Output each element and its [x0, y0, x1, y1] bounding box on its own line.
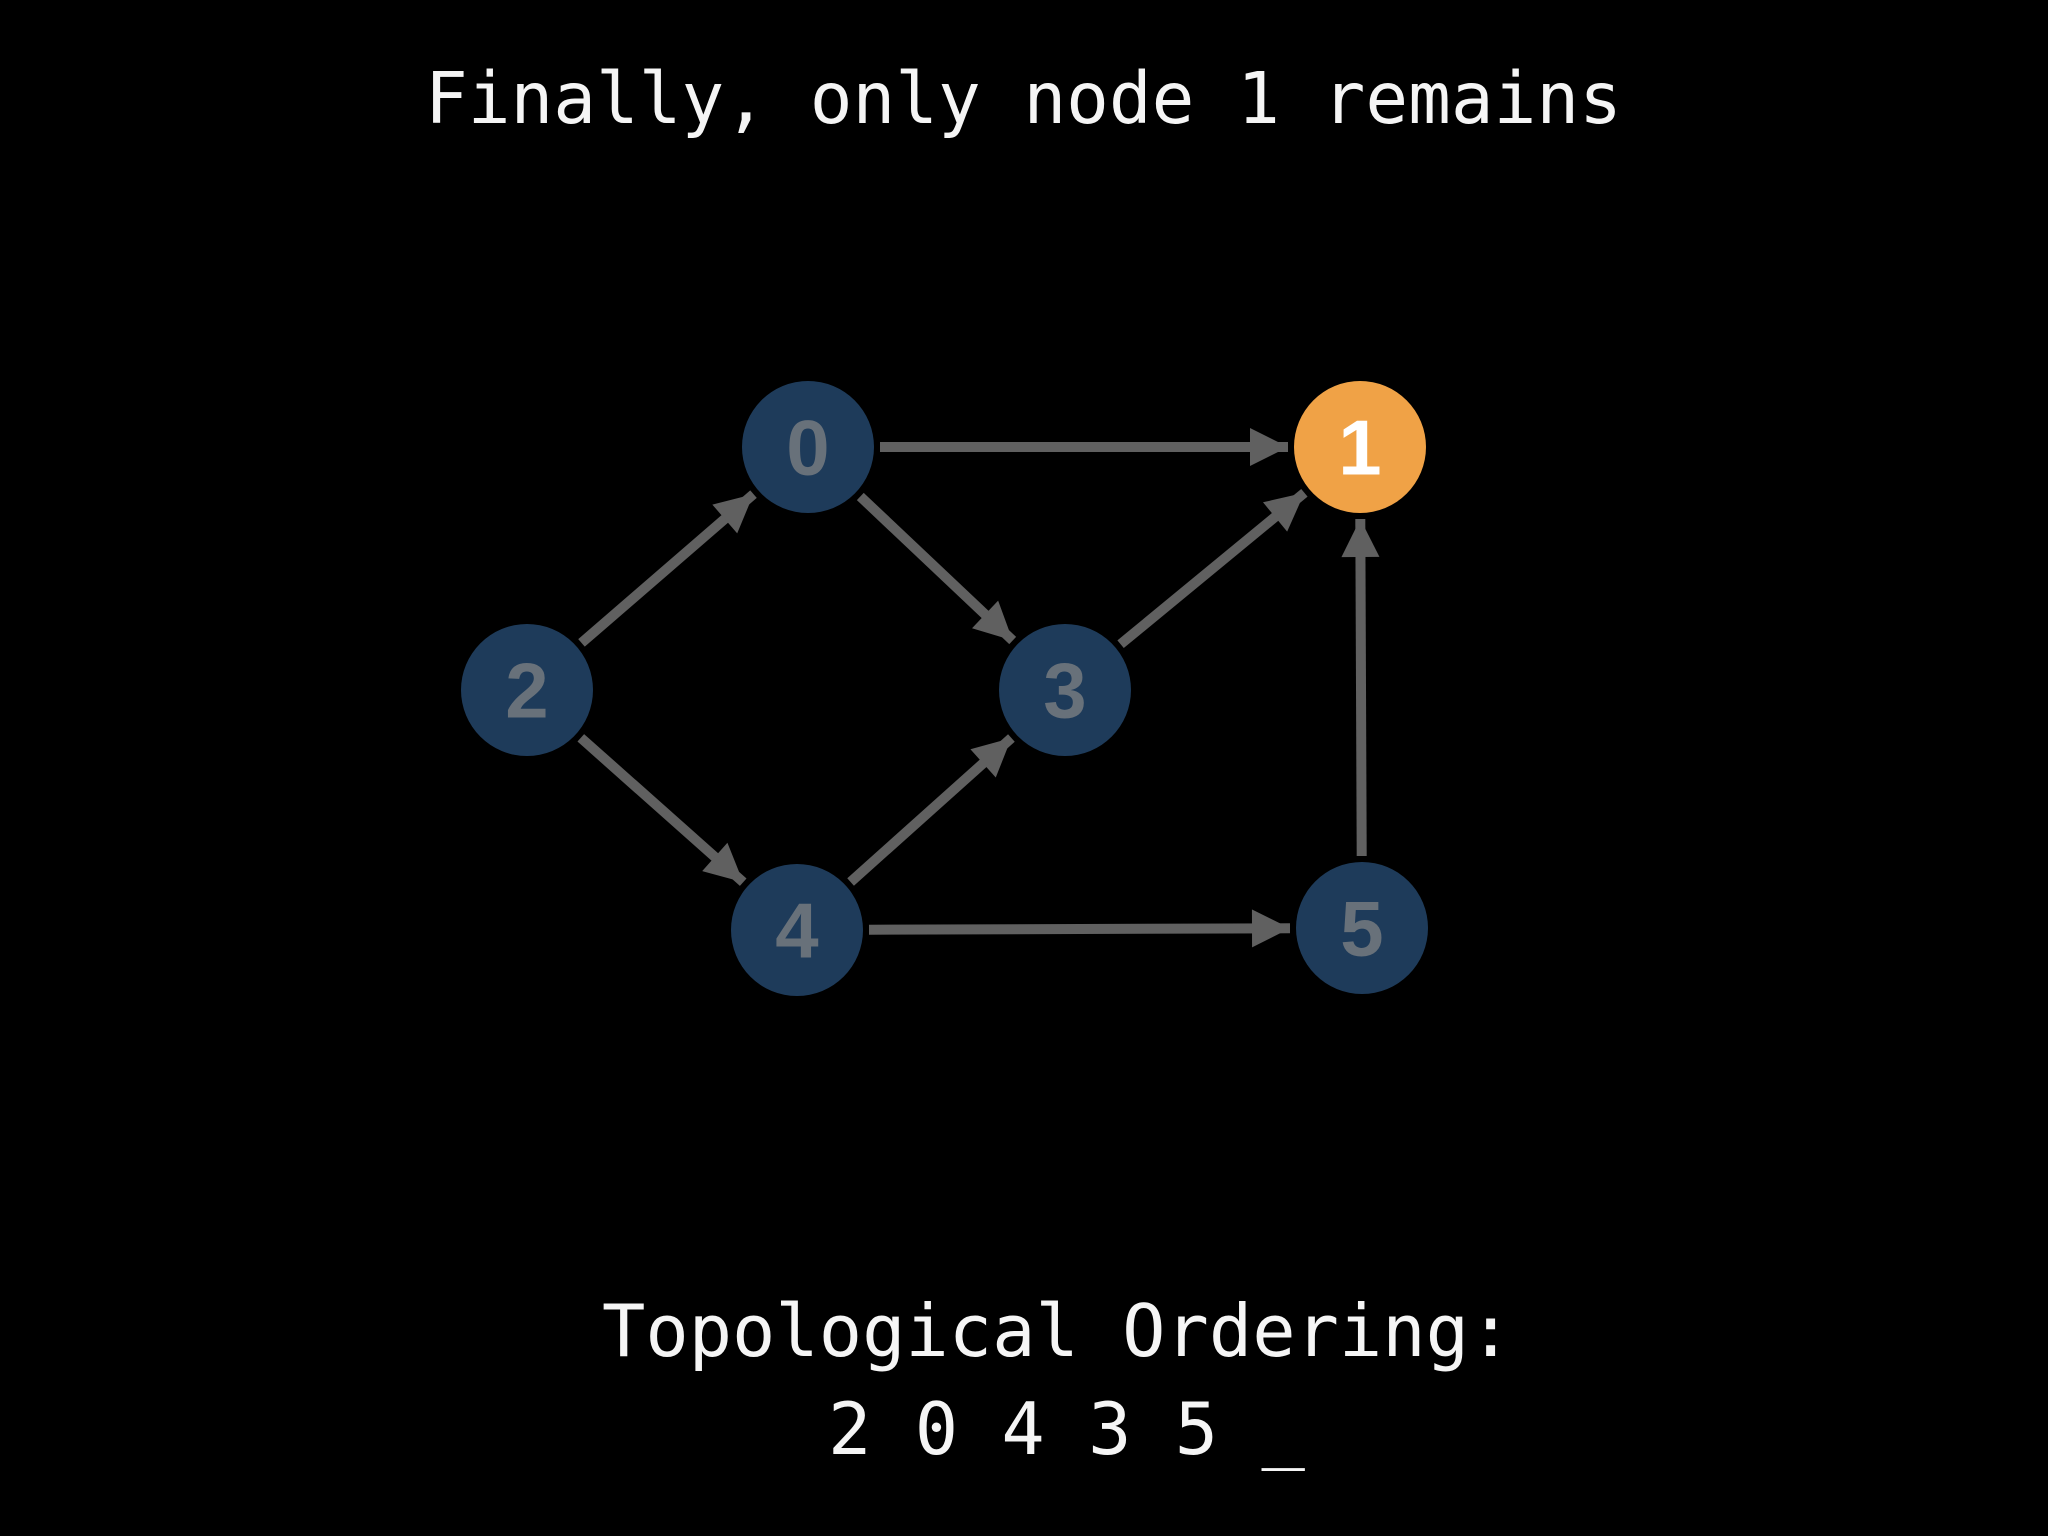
- ordering-label: Topological Ordering:: [602, 1289, 1513, 1373]
- node-label-5: 5: [1340, 884, 1383, 972]
- graph-edge-4-5: [868, 909, 1291, 948]
- node-label-4: 4: [775, 886, 818, 974]
- graph-edge-2-0: [578, 490, 757, 647]
- node-label-0: 0: [786, 403, 829, 491]
- node-circle: [461, 624, 593, 756]
- graph-edge-4-3: [847, 734, 1015, 886]
- node-circle-highlighted: [1294, 381, 1426, 513]
- graph-node-1: 1: [1294, 381, 1426, 513]
- graph-edge-2-4: [577, 734, 747, 886]
- ordering-sequence: 2 0 4 3 5 _: [828, 1387, 1305, 1471]
- node-circle: [1296, 862, 1428, 994]
- node-label-2: 2: [505, 646, 548, 734]
- graph-edge-3-1: [1117, 488, 1308, 649]
- graph-edge-0-3: [856, 492, 1017, 645]
- graph-edge-5-1: [1341, 518, 1380, 857]
- graph-node-0: 0: [742, 381, 874, 513]
- graph-node-4: 4: [731, 864, 863, 996]
- page-title: Finally, only node 1 remains: [425, 57, 1622, 140]
- graph-node-3: 3: [999, 624, 1131, 756]
- node-circle: [999, 624, 1131, 756]
- node-label-3: 3: [1043, 646, 1086, 734]
- node-circle: [742, 381, 874, 513]
- graph-node-2: 2: [461, 624, 593, 756]
- node-label-1: 1: [1338, 403, 1381, 491]
- graph-node-5: 5: [1296, 862, 1428, 994]
- node-circle: [731, 864, 863, 996]
